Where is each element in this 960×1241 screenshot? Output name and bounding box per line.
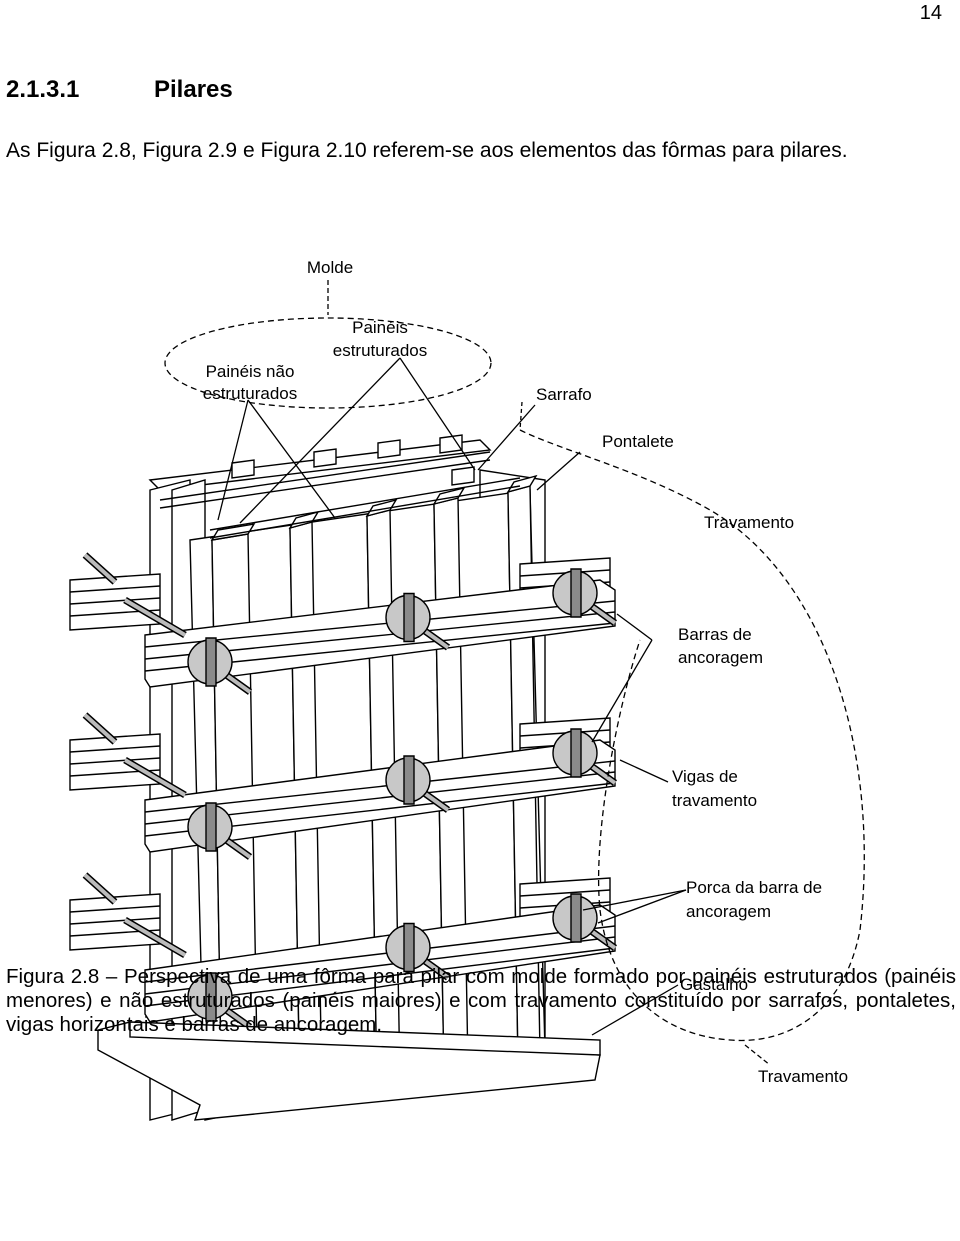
beam-line (69, 917, 161, 925)
stud-cap (231, 459, 255, 479)
pillar-formwork-figure: Molde Painéis estruturados Painéis não e… (69, 258, 865, 1121)
beam-line (69, 905, 161, 913)
nut-plate (205, 637, 217, 687)
stud-cap (439, 434, 463, 454)
nut-plate (403, 922, 415, 973)
anchor-rod-core (83, 713, 117, 744)
label-paineis-nao-estruturados-2: estruturados (203, 384, 298, 403)
anchor-rod-core (123, 918, 187, 957)
stud-cap (451, 466, 475, 486)
back-beam-end (69, 733, 161, 791)
anchor-rod-core (123, 758, 187, 797)
label-paineis-estruturados-1: Painéis (352, 318, 408, 337)
travamento-leader (744, 1044, 771, 1066)
section-heading: 2.1.3.1 Pilares (6, 76, 233, 104)
beam-line (69, 597, 161, 605)
molde-ellipse (164, 317, 492, 409)
stud-top (365, 498, 398, 518)
label-barras-1: Barras de (678, 625, 752, 644)
label-pontalete: Pontalete (602, 432, 674, 451)
nut-plate (205, 802, 217, 852)
label-paineis-nao-estruturados-1: Painéis não (206, 362, 295, 381)
label-travamento-top: Travamento (704, 513, 794, 532)
label-gastalho: Gastalho (680, 975, 748, 994)
top-batten (209, 477, 521, 531)
top-batten (159, 459, 491, 509)
beam-line (144, 760, 616, 813)
anchor-rod-core (123, 598, 187, 637)
nut-plate (403, 592, 415, 643)
section-number: 2.1.3.1 (6, 76, 80, 103)
callout-lines (164, 280, 865, 1066)
nut-plate (570, 568, 582, 618)
top-batten (209, 485, 521, 539)
intro-paragraph: As Figura 2.8, Figura 2.9 e Figura 2.10 … (6, 139, 848, 162)
travamento-ellipse (519, 429, 865, 1042)
beam-line (69, 585, 161, 593)
stud-top (506, 474, 538, 494)
label-sarrafo: Sarrafo (536, 385, 592, 404)
label-paineis-estruturados-2: estruturados (333, 341, 428, 360)
nut-plate (205, 972, 217, 1022)
anchor-rod-core (83, 873, 117, 904)
beam-line (144, 925, 616, 983)
top-batten (159, 451, 491, 501)
back-beam-end (69, 893, 161, 951)
nut-plate (403, 755, 415, 805)
label-travamento-bottom: Travamento (758, 1067, 848, 1086)
nut-plate (570, 728, 582, 778)
beam-line (144, 600, 616, 648)
pontalete-leader (519, 401, 523, 431)
label-porca-1: Porca da barra de (686, 878, 822, 897)
page-number: 14 (919, 2, 942, 24)
label-molde: Molde (307, 258, 353, 277)
front-beam (144, 579, 616, 688)
stud-cap (313, 448, 337, 468)
figure-caption: Figura 2.8 – Perspectiva de uma fôrma pa… (6, 965, 956, 1036)
label-porca-2: ancoragem (686, 902, 771, 921)
back-beam-end (69, 573, 161, 631)
label-vigas-2: travamento (672, 791, 757, 810)
label-vigas-1: Vigas de (672, 767, 738, 786)
label-barras-2: ancoragem (678, 648, 763, 667)
formwork-drawing (69, 434, 618, 1121)
beam-line (69, 745, 161, 753)
section-title: Pilares (154, 76, 233, 103)
anchor-rod-core (83, 553, 117, 584)
beam-line (69, 757, 161, 765)
front-beam (144, 739, 616, 853)
figure-labels: Molde Painéis estruturados Painéis não e… (203, 258, 848, 1086)
beam-line (519, 889, 611, 897)
nut-plate (570, 893, 582, 943)
base-brace-top (129, 1021, 601, 1056)
stud-cap (377, 439, 401, 459)
